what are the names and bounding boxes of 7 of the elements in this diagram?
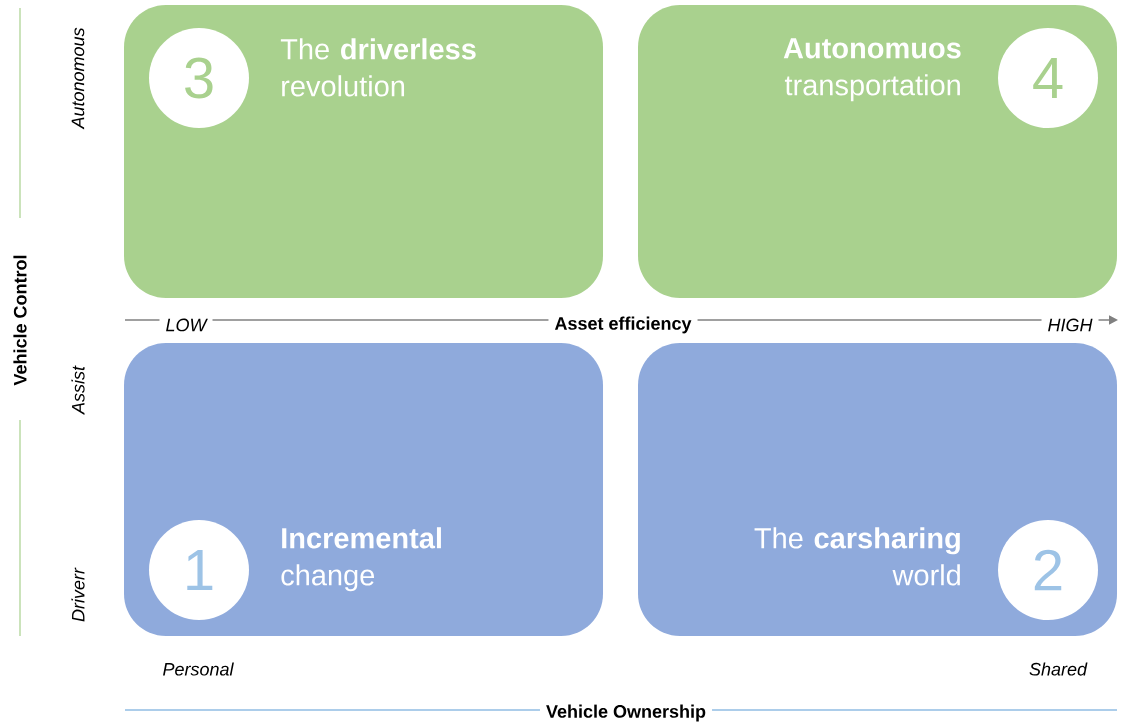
axis-title: Vehicle Ownership xyxy=(540,698,713,728)
axis-tick-label: Personal xyxy=(163,662,234,676)
axis-title: Vehicle Control xyxy=(7,248,33,392)
axis-tick-label: LOW xyxy=(159,312,213,338)
axis-title: Asset efficiency xyxy=(548,310,698,340)
axis-tick-label: HIGH xyxy=(1041,312,1099,338)
axis-tick-label: Assist xyxy=(71,365,85,415)
